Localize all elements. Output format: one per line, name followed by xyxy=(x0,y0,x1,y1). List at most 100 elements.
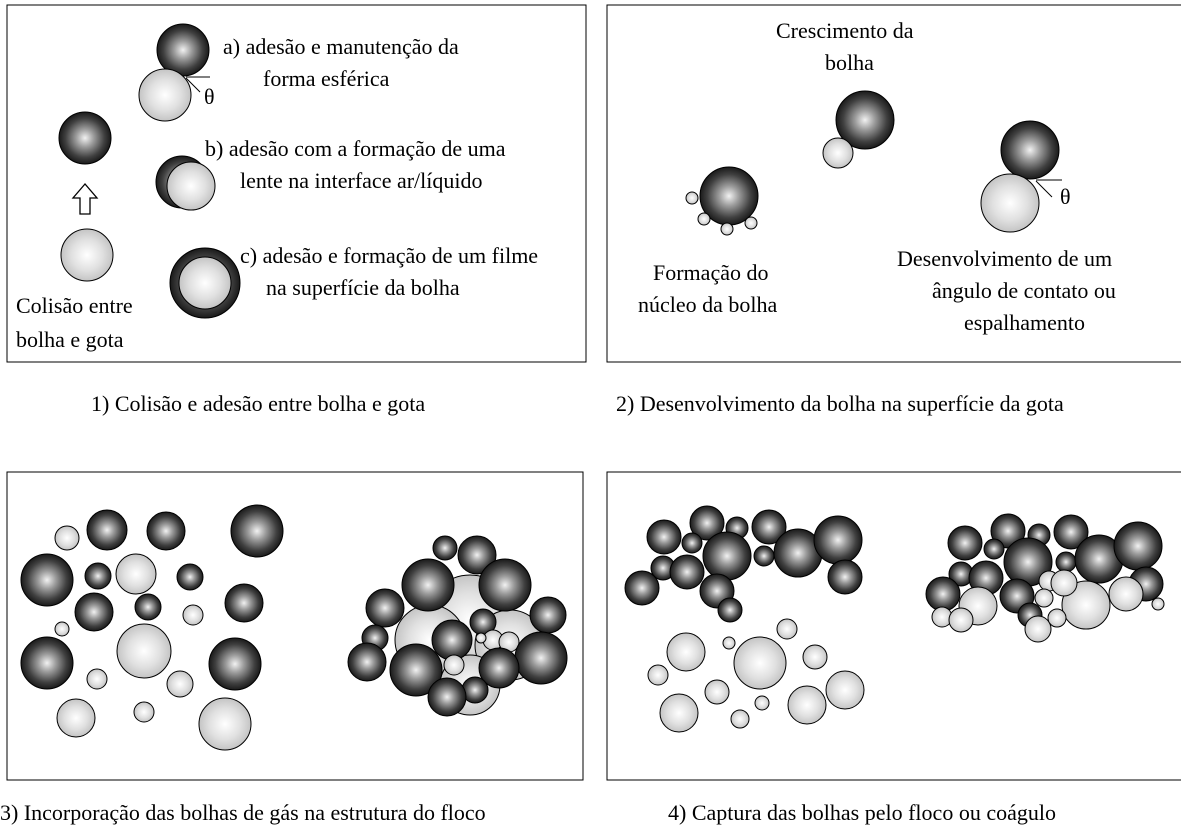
micro-droplet-1 xyxy=(685,191,699,205)
p4-right-bubble-11 xyxy=(925,576,961,612)
p4-left-droplet-16 xyxy=(733,636,787,690)
droplet-b xyxy=(166,161,216,211)
label-c-line1: c) adesão e formação de um filme xyxy=(240,243,538,268)
p3-left-droplet-18 xyxy=(56,698,96,738)
p4-left-droplet-15 xyxy=(666,632,706,672)
p4-left-droplet-19 xyxy=(802,644,828,670)
p4-left-bubble-14 xyxy=(717,597,743,623)
p4-left-droplet-20 xyxy=(647,664,669,686)
label-a-line1: a) adesão e manutenção da xyxy=(223,34,459,59)
theta-b: θ xyxy=(1060,184,1071,209)
p3-left-bubble-9 xyxy=(134,593,162,621)
collision-label-line2: bolha e gota xyxy=(16,327,124,352)
p3-left-droplet-15 xyxy=(86,668,108,690)
contact-tangent-a2 xyxy=(185,77,201,93)
p3-left-bubble-11 xyxy=(224,583,264,623)
p3-left-droplet-16 xyxy=(166,670,194,698)
p3-left-droplet-0 xyxy=(54,525,80,551)
p4-left-droplet-18 xyxy=(776,618,798,640)
nucleus-label-line1: Formação do xyxy=(653,260,768,285)
micro-droplet-3 xyxy=(720,222,734,236)
growth-label-line2: bolha xyxy=(825,50,874,75)
p4-left-bubble-1 xyxy=(689,505,725,541)
p3-left-bubble-2 xyxy=(146,511,186,551)
p3-left-droplet-6 xyxy=(115,553,157,595)
p3-left-bubble-3 xyxy=(230,504,284,558)
p3-left-droplet-13 xyxy=(116,623,172,679)
p4-right-bubble-10 xyxy=(1113,521,1163,571)
panel-3-scattered-bubbles xyxy=(20,504,284,751)
panel-4-floc-captured xyxy=(624,505,865,733)
droplet-a xyxy=(138,68,192,122)
panel-4-caption: 4) Captura das bolhas pelo floco ou coág… xyxy=(668,800,1056,825)
p3-right-bubble-17 xyxy=(514,631,568,685)
p4-right-bubble-3 xyxy=(1053,514,1089,550)
panel-1: θ a) adesão e manutenção da forma esféri… xyxy=(6,4,587,363)
p3-right-droplet-19 xyxy=(443,654,465,676)
p3-left-droplet-20 xyxy=(198,697,252,751)
p3-right-bubble-9 xyxy=(529,596,567,634)
p4-left-bubble-5 xyxy=(702,531,752,581)
p3-left-droplet-19 xyxy=(133,701,155,723)
bubble-growth xyxy=(835,90,895,150)
label-b-line2: lente na interface ar/líquido xyxy=(240,168,483,193)
p4-left-bubble-3 xyxy=(751,509,787,545)
bubble-collision xyxy=(58,111,112,165)
p4-left-bubble-10 xyxy=(813,515,863,565)
p3-right-bubble-7 xyxy=(478,558,532,612)
p3-left-bubble-4 xyxy=(20,553,74,607)
contact-label-line1: Desenvolvimento de um xyxy=(897,246,1112,271)
p4-left-bubble-8 xyxy=(753,545,775,567)
label-a-line2: forma esférica xyxy=(263,66,390,91)
p3-right-bubble-20 xyxy=(478,647,520,689)
up-arrow-icon xyxy=(71,183,99,215)
droplet-collision xyxy=(60,228,114,282)
p4-right-bubble-8 xyxy=(1055,551,1077,573)
p4-right-bubble-0 xyxy=(947,525,983,561)
panel-3-floc xyxy=(347,535,568,717)
panel-1-frame xyxy=(6,4,587,363)
p3-right-bubble-22 xyxy=(427,677,467,717)
panel-2-frame xyxy=(606,4,1181,363)
droplet-c xyxy=(178,256,232,310)
theta-a: θ xyxy=(204,84,215,109)
p3-right-bubble-8 xyxy=(365,588,405,628)
droplet-contact xyxy=(980,173,1040,233)
panel-3-caption: 3) Incorporação das bolhas de gás na est… xyxy=(0,800,486,825)
p3-left-droplet-10 xyxy=(182,604,204,626)
p4-left-droplet-25 xyxy=(730,709,750,729)
bubble-contact xyxy=(1000,120,1060,180)
p4-right-droplet-18 xyxy=(1024,615,1052,643)
p4-left-droplet-22 xyxy=(825,670,865,710)
p3-right-bubble-6 xyxy=(401,558,455,612)
p4-right-bubble-4 xyxy=(983,538,1005,560)
panel-3-frame xyxy=(6,471,584,781)
p4-right-droplet-20 xyxy=(948,607,974,633)
p4-left-bubble-13 xyxy=(827,559,863,595)
panel-4-floc-right xyxy=(925,513,1165,643)
panel-3 xyxy=(6,471,584,781)
micro-droplet-2 xyxy=(697,212,711,226)
panel-1-caption: 1) Colisão e adesão entre bolha e gota xyxy=(91,391,425,416)
p3-left-bubble-17 xyxy=(208,637,262,691)
contact-tangent-b2 xyxy=(1035,180,1053,198)
p3-right-bubble-16 xyxy=(347,642,387,682)
bubble-a xyxy=(156,23,210,77)
panel-2-caption: 2) Desenvolvimento da bolha na superfíci… xyxy=(616,391,1064,416)
p4-left-droplet-17 xyxy=(722,636,736,650)
contact-label-line2: ângulo de contato ou xyxy=(932,278,1116,303)
p3-right-bubble-12 xyxy=(431,619,473,661)
p3-right-bubble-4 xyxy=(432,535,458,561)
label-b-line1: b) adesão com a formação de uma xyxy=(205,136,506,161)
label-c-line2: na superfície da bolha xyxy=(266,275,460,300)
panel-2: Crescimento da bolha Formação do núcleo … xyxy=(606,4,1181,363)
panel-4-frame xyxy=(606,471,1181,781)
nucleus-label-line2: núcleo da bolha xyxy=(638,292,778,317)
p4-right-droplet-17 xyxy=(1108,576,1144,612)
p4-left-bubble-0 xyxy=(646,519,682,555)
p4-left-bubble-11 xyxy=(624,570,660,606)
contact-label-line3: espalhamento xyxy=(964,310,1085,335)
droplet-growth xyxy=(822,137,854,169)
p3-left-bubble-1 xyxy=(86,509,128,551)
growth-label-line1: Crescimento da xyxy=(776,18,914,43)
